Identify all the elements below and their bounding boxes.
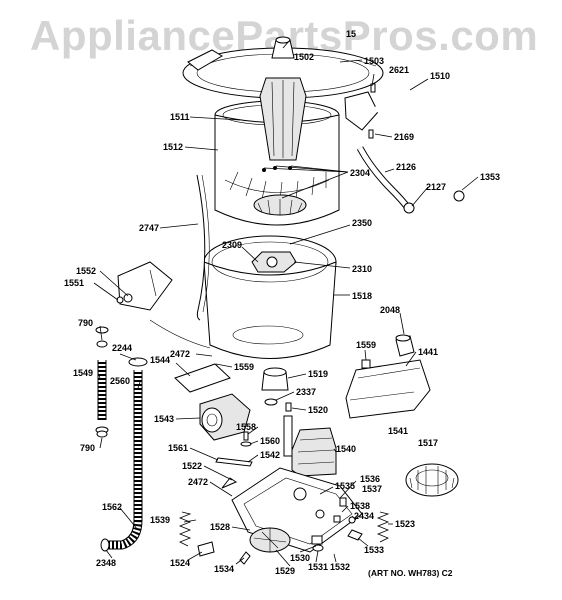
label-1528: 1528: [210, 522, 230, 532]
label-790a: 790: [78, 318, 93, 328]
label-1549: 1549: [73, 368, 93, 378]
label-2126: 2126: [396, 162, 416, 172]
label-1353: 1353: [480, 172, 500, 182]
label-1529: 1529: [275, 566, 295, 576]
fill-hose-assembly: [344, 83, 469, 214]
label-1512: 1512: [163, 142, 183, 152]
label-2472a: 2472: [170, 349, 190, 359]
label-1560: 1560: [260, 436, 280, 446]
label-2621: 2621: [389, 65, 409, 75]
label-2472b: 2472: [188, 477, 208, 487]
label-1534: 1534: [214, 564, 234, 574]
art-number-note: (ART NO. WH783) C2: [368, 568, 453, 578]
label-1519: 1519: [308, 369, 328, 379]
label-790b: 790: [80, 443, 95, 453]
label-2434: 2434: [354, 511, 374, 521]
label-2350: 2350: [352, 218, 372, 228]
drain-pump: [174, 363, 251, 441]
capacitor: [395, 334, 415, 357]
label-1536: 1536: [360, 474, 380, 484]
spring-right: [376, 511, 390, 543]
label-2337: 2337: [296, 387, 316, 397]
snubber-ring: [405, 463, 459, 497]
label-1510: 1510: [430, 71, 450, 81]
label-1537: 1537: [362, 484, 382, 494]
label-1530: 1530: [290, 553, 310, 563]
basket-hub: [253, 194, 307, 216]
hardware-small: [215, 431, 363, 552]
label-2747: 2747: [139, 223, 159, 233]
label-1535: 1535: [335, 481, 355, 491]
label-2304: 2304: [350, 168, 370, 178]
label-2348: 2348: [96, 558, 116, 568]
label-1511: 1511: [170, 112, 190, 122]
label-1559a: 1559: [356, 340, 376, 350]
label-1561: 1561: [168, 443, 188, 453]
label-1551: 1551: [64, 278, 84, 288]
label-2560: 2560: [110, 376, 130, 386]
agitator: [259, 77, 307, 161]
label-1531: 1531: [308, 562, 328, 572]
label-2169: 2169: [394, 132, 414, 142]
label-1540: 1540: [336, 444, 356, 454]
clamp-bottom: [96, 430, 108, 438]
drain-hose-long: [100, 357, 148, 552]
label-1544: 1544: [150, 355, 170, 365]
bracket-link: [149, 319, 211, 349]
label-1538: 1538: [350, 501, 370, 511]
tub-cover-ring: [182, 47, 384, 99]
spring-left: [178, 511, 192, 547]
clip: [197, 541, 215, 557]
label-1559b: 1559: [234, 362, 254, 372]
label-1543: 1543: [154, 414, 174, 424]
label-1502: 1502: [294, 52, 314, 62]
wash-basket: [214, 100, 340, 226]
label-2244: 2244: [112, 343, 132, 353]
label-1541: 1541: [388, 426, 408, 436]
label-1517: 1517: [418, 438, 438, 448]
callout-labels: 15 1502 1503 2621 1510 1511 2169 1512 21…: [64, 29, 500, 578]
tub-bracket: [116, 261, 173, 311]
label-1441: 1441: [418, 347, 438, 357]
label-1552: 1552: [76, 266, 96, 276]
motor-shield: [345, 359, 431, 419]
label-1558: 1558: [236, 422, 256, 432]
label-1562: 1562: [102, 502, 122, 512]
label-1542: 1542: [260, 450, 280, 460]
label-1520: 1520: [308, 405, 328, 415]
label-2309: 2309: [222, 240, 242, 250]
clamp-top: [96, 340, 108, 348]
label-1524: 1524: [170, 558, 190, 568]
label-1539: 1539: [150, 515, 170, 525]
long-tube: [196, 174, 206, 321]
label-1503: 1503: [364, 56, 384, 66]
label-2048: 2048: [380, 305, 400, 315]
pin: [239, 551, 251, 565]
label-1518: 1518: [352, 291, 372, 301]
label-1533: 1533: [364, 545, 384, 555]
label-2310: 2310: [352, 264, 372, 274]
label-1532: 1532: [330, 562, 350, 572]
label-1523: 1523: [395, 519, 415, 529]
coupling: [261, 367, 292, 412]
label-2127: 2127: [426, 182, 446, 192]
label-1522: 1522: [182, 461, 202, 471]
label-15: 15: [346, 29, 356, 39]
leader-lines: [93, 39, 479, 567]
drive-motor: [283, 415, 337, 477]
